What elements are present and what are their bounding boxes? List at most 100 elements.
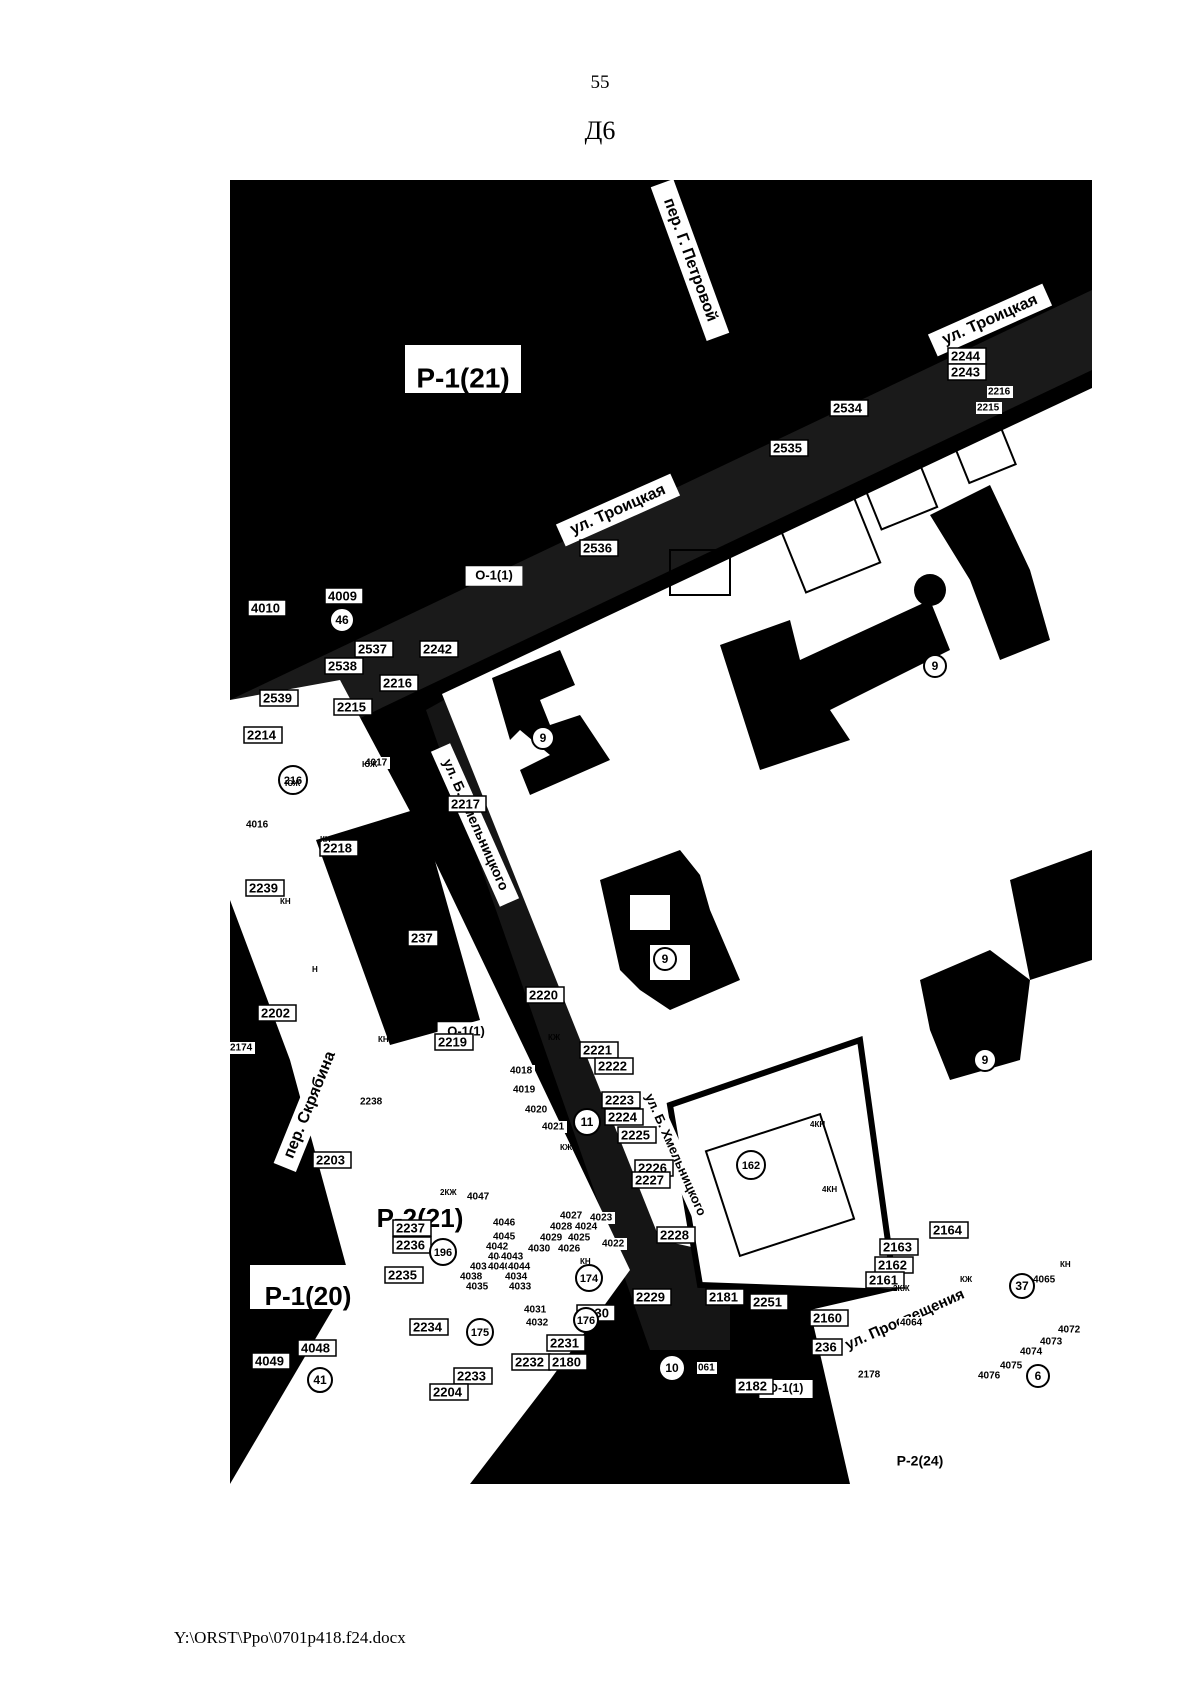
plain-parcel-number: 4030 — [528, 1244, 551, 1255]
parcel-number-box: 2236 — [392, 1236, 432, 1254]
plain-parcel-number: 4076 — [978, 1371, 1001, 1382]
plain-parcel-number: 4045 — [493, 1232, 516, 1243]
circle-number: 176 — [577, 1315, 595, 1327]
plain-parcel-number: 4047 — [467, 1192, 490, 1203]
parcel-number-box: 2219 — [434, 1033, 474, 1051]
circle-number: 162 — [742, 1160, 760, 1172]
parcel-number: 2204 — [433, 1384, 463, 1399]
parcel-number-box: 2234 — [409, 1318, 449, 1336]
label-text: Р-2(24) — [897, 1453, 944, 1469]
parcel-box-frame — [257, 1004, 297, 1022]
building-number-circle: 37 — [1009, 1273, 1035, 1299]
parcel-number: 4009 — [328, 588, 357, 603]
plain-number-bg — [504, 1271, 530, 1283]
parcel-number: 2182 — [738, 1378, 767, 1393]
parcel-box-frame — [407, 929, 439, 947]
plain-parcel-number: 4041 — [488, 1252, 511, 1263]
parcel-number: 2162 — [878, 1257, 907, 1272]
parcel-box-frame — [579, 539, 619, 557]
label-background — [927, 283, 1053, 357]
parcel-number: 4049 — [255, 1353, 284, 1368]
parcel-box-frame — [419, 640, 459, 658]
parcel-box-frame — [447, 795, 487, 813]
parcel-number: 2243 — [951, 364, 980, 379]
building-number-circle: 176 — [573, 1307, 599, 1333]
parcel-number: 236 — [815, 1339, 837, 1354]
plain-number-bg — [987, 386, 1013, 398]
plain-parcel-number: 4075 — [1000, 1361, 1023, 1372]
label-text: Р-1(20) — [265, 1281, 352, 1311]
parcel-number-box: 2204 — [429, 1383, 469, 1401]
building-edge — [1010, 850, 1092, 980]
parcel-number: 2237 — [396, 1220, 425, 1235]
label-background — [430, 743, 520, 907]
building-number-circle: 9 — [653, 947, 677, 971]
plain-number-bg — [559, 1210, 585, 1222]
parcel-number: 4010 — [251, 600, 280, 615]
plain-parcel-number: 2238 — [360, 1097, 383, 1108]
parcel-box-frame — [525, 986, 565, 1004]
parcel-box-frame — [929, 1221, 969, 1239]
circle-frame — [923, 654, 947, 678]
building-number-circle: 11 — [573, 1108, 601, 1136]
building-tag: КН — [1060, 1260, 1071, 1269]
parcel-number: 4048 — [301, 1340, 330, 1355]
zone-label: Р-1(21) — [416, 362, 509, 393]
outline-4 — [953, 425, 1017, 485]
circle-number: 11 — [581, 1115, 594, 1129]
parcel-number: 2160 — [813, 1310, 842, 1325]
circle-frame — [531, 726, 555, 750]
parcel-number-box: 2216 — [379, 674, 419, 692]
building-tag: 4КЖ — [630, 1365, 647, 1374]
parcel-number-box: 2228 — [656, 1226, 696, 1244]
parcel-box-frame — [604, 1108, 644, 1126]
plain-parcel-number: 4042 — [486, 1242, 509, 1253]
parcel-number-box: 2233 — [453, 1367, 493, 1385]
parcel-number-box: 2224 — [604, 1108, 644, 1126]
building-number-circle: 174 — [575, 1264, 603, 1292]
parcel-number-box: 2162 — [874, 1256, 914, 1274]
parcel-box-frame — [243, 726, 283, 744]
parcel-box-frame — [392, 1219, 432, 1237]
outline-1 — [669, 549, 731, 596]
plain-number-bg — [977, 1370, 1003, 1382]
plain-number-bg — [466, 1191, 492, 1203]
building-tag: ЮЖ — [285, 779, 301, 788]
parcel-box-frame — [319, 839, 359, 857]
plain-number-bg — [230, 1042, 255, 1054]
building-number-circle: 41 — [307, 1367, 333, 1393]
parcel-number: 2242 — [423, 641, 452, 656]
plain-parcel-number: 4025 — [568, 1233, 591, 1244]
parcel-number: 2227 — [635, 1172, 664, 1187]
parcel-237 — [316, 808, 480, 1045]
parcel-box-frame — [324, 657, 364, 675]
plain-number-bg — [999, 1360, 1025, 1372]
building-tag: КН — [378, 1035, 389, 1044]
parcel-box-frame — [632, 1288, 672, 1306]
parcel-box-frame — [879, 1238, 919, 1256]
plain-parcel-number: 061 — [698, 1363, 715, 1374]
parcel-number-box: 2539 — [259, 689, 299, 707]
parcel-number-box: 2243 — [947, 363, 987, 381]
parcel-box-frame — [594, 1057, 634, 1075]
parcel-number: 2228 — [660, 1227, 689, 1242]
building-tag: ЮЖ — [362, 760, 378, 769]
plain-number-bg — [507, 1261, 533, 1273]
circle-frame — [1009, 1273, 1035, 1299]
parcel-box-frame — [734, 1377, 774, 1395]
parcel-number-box: 2232 — [511, 1353, 551, 1371]
circle-frame — [307, 1367, 333, 1393]
plain-number-bg — [899, 1317, 925, 1329]
plain-parcel-number: 2174 — [230, 1043, 253, 1054]
circle-number: 9 — [932, 659, 939, 673]
label-background — [555, 473, 681, 547]
parcel-number: 2220 — [529, 987, 558, 1002]
parcel-box-frame — [631, 1171, 671, 1189]
parcel-box-frame — [601, 1091, 641, 1109]
plain-parcel-number: 4020 — [525, 1105, 548, 1116]
parcel-number: 2181 — [709, 1289, 738, 1304]
parcel-box-frame — [409, 1318, 449, 1336]
parcel-number-box: 2239 — [245, 879, 285, 897]
label-text: Р-1(21) — [416, 362, 509, 393]
building-corner — [930, 485, 1050, 660]
